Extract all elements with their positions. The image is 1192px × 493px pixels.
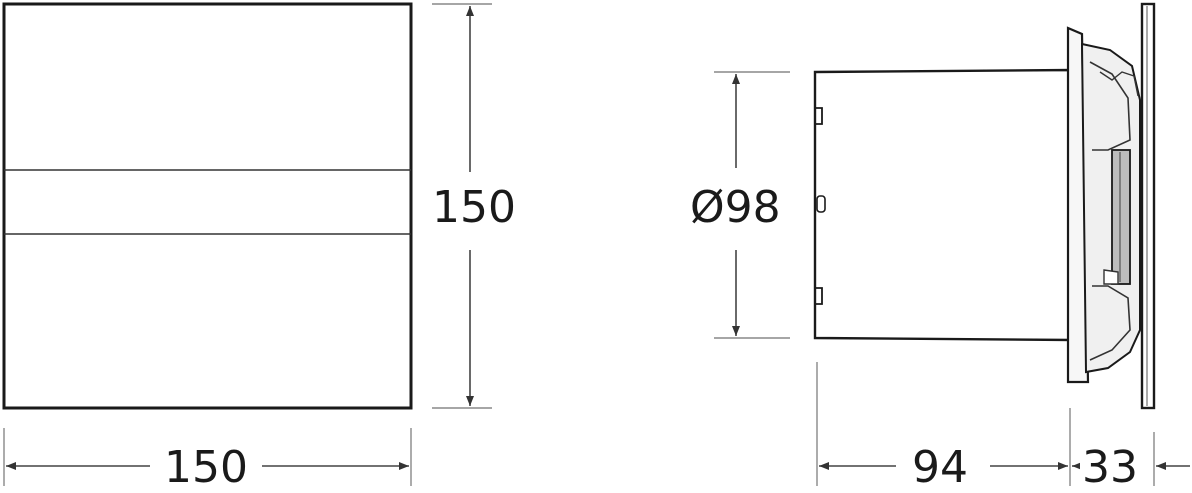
duct-clip-top — [815, 107, 823, 125]
duct-tab — [816, 195, 826, 213]
label-front-width: 150 — [160, 446, 252, 490]
label-body-depth: 94 — [908, 446, 972, 490]
dimension-front-width — [3, 428, 412, 486]
grille-panel-edge — [1140, 2, 1156, 410]
dimension-duct-diameter — [714, 71, 790, 339]
fan-housing — [1080, 42, 1141, 374]
fan-housing-inner-bottom — [1089, 285, 1131, 361]
dimension-front-height — [432, 3, 492, 409]
duct-body — [813, 68, 1074, 342]
fan-motor — [1111, 149, 1131, 285]
label-duct-diameter: Ø98 — [686, 186, 785, 230]
fan-bracket-top — [1099, 71, 1139, 97]
label-front-height: 150 — [428, 186, 520, 230]
label-grille-depth: 33 — [1080, 442, 1140, 493]
fan-bracket-bottom — [1103, 269, 1119, 285]
front-panel — [2, 2, 413, 410]
fan-housing-inner-top — [1089, 61, 1131, 151]
side-view — [813, 2, 1156, 410]
front-view — [2, 2, 413, 410]
dimension-body-depth — [816, 362, 1071, 486]
duct-clip-bottom — [815, 287, 823, 305]
